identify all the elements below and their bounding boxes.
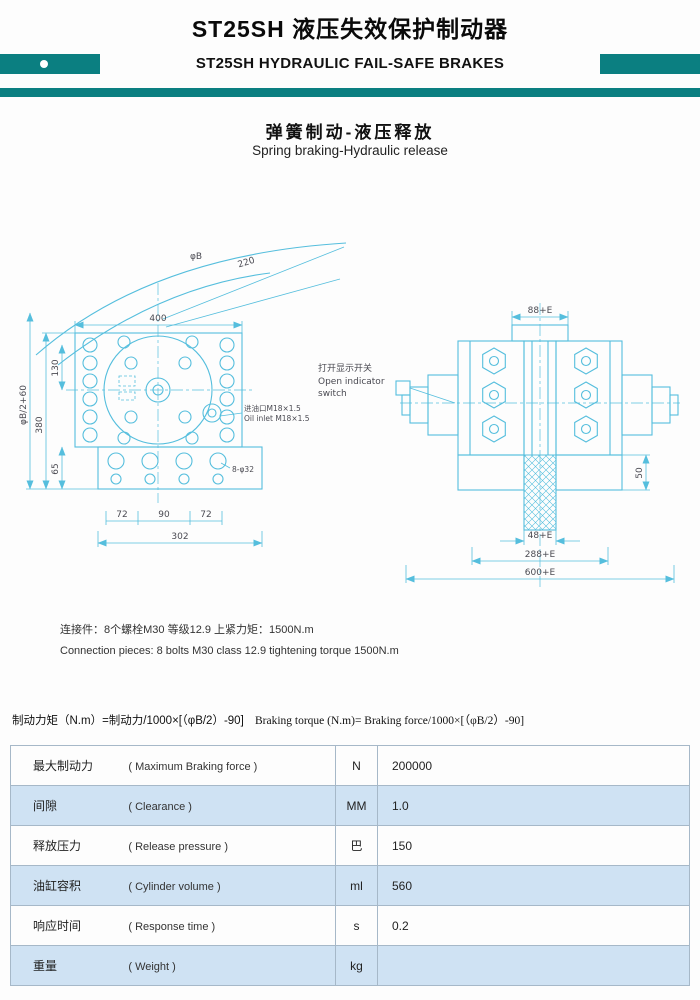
spec-name-cn: 重量 [33,959,58,973]
table-row: 响应时间 ( Response time ) s 0.2 [10,905,690,946]
spec-name-cn: 释放压力 [33,839,82,853]
hex-bolt [482,415,506,443]
dim-base-50: 50 [635,467,645,479]
spec-value: 200000 [377,745,690,786]
formula-cn: 制动力矩（N.m）=制动力/1000×[（φB/2）-90] [12,715,244,727]
disc-opening [103,335,213,445]
connection-note-cn: 连接件：8个螺栓M30 等级12.9 上紧力矩：1500N.m [60,624,314,636]
dim-height-380: 380 [35,416,45,433]
dim-disc-diameter: φB [190,252,202,262]
bolt-hole-callout: 8-φ32 [232,465,254,474]
hex-bolt [482,381,506,409]
spec-unit: s [335,905,378,946]
dim-90-center: 90 [158,510,170,520]
oil-inlet-label-en: Oil inlet M18×1.5 [244,414,310,423]
right-teal-band [600,54,700,74]
spec-name-cn: 响应时间 [33,919,82,933]
spec-name-en: ( Maximum Braking force ) [128,761,258,773]
spec-unit: ml [335,865,378,906]
hex-bolt [574,347,598,375]
spec-name-en: ( Weight ) [128,961,176,973]
spec-unit: 巴 [335,825,378,866]
disc-hatched-section [523,454,557,531]
mounting-base [97,446,263,490]
indicator-switch-label-en1: Open indicator [318,377,385,387]
spec-value: 1.0 [377,785,690,826]
left-teal-band [0,54,100,74]
indicator-switch-label-en2: switch [318,389,347,399]
dim-disc-48E: 48+E [528,531,553,541]
formula-en: Braking torque (N.m)= Braking force/1000… [254,715,525,727]
dim-inner-288E: 288+E [525,550,556,560]
dim-radius-plus-60: φB/2+60 [19,385,29,425]
technical-drawing: 220 φB 400 进油口M18×1.5 Oil inlet M18×1.5 [19,242,680,587]
table-row: 重量 ( Weight ) kg [10,945,690,986]
dim-total-600E: 600+E [525,568,556,578]
spec-value: 0.2 [377,905,690,946]
section-heading-en: Spring braking-Hydraulic release [252,143,448,158]
dim-top-88E: 88+E [528,306,553,316]
side-view: 88+E 48+E 288+E [318,303,680,587]
spec-name-en: ( Cylinder volume ) [128,881,221,893]
hub [145,377,171,403]
table-row: 油缸容积 ( Cylinder volume ) ml 560 [10,865,690,906]
page-title-en: ST25SH HYDRAULIC FAIL-SAFE BRAKES [195,55,505,72]
spec-value: 560 [377,865,690,906]
oil-inlet-port [202,403,222,423]
left-flange [427,374,459,436]
spec-name-en: ( Response time ) [128,921,216,933]
dim-height-130: 130 [51,359,61,376]
spec-name-en: ( Release pressure ) [128,841,228,853]
dim-base-height-65: 65 [51,463,61,474]
oil-inlet-label-cn: 进油口M18×1.5 [244,403,301,413]
connection-notes: 连接件：8个螺栓M30 等级12.9 上紧力矩：1500N.m Connecti… [60,620,399,662]
dim-72-right: 72 [200,510,211,520]
table-row: 最大制动力 ( Maximum Braking force ) N 200000 [10,745,690,786]
spec-name-cn: 油缸容积 [33,879,82,893]
dim-72-left: 72 [116,510,127,520]
indicator-switch-box [395,380,411,396]
spec-unit: MM [335,785,378,826]
spec-value: 150 [377,825,690,866]
teal-divider-bar [0,88,700,97]
dim-arc-220: 220 [237,256,257,271]
braking-torque-formula: 制动力矩（N.m）=制动力/1000×[（φB/2）-90] Braking t… [12,712,524,728]
hex-bolt [482,347,506,375]
spec-unit: N [335,745,378,786]
spec-unit: kg [335,945,378,986]
disc-arc-outer [35,242,347,356]
table-row: 释放压力 ( Release pressure ) 巴 150 [10,825,690,866]
connection-note-en: Connection pieces: 8 bolts M30 class 12.… [60,644,399,657]
hex-bolt [574,415,598,443]
dim-top-width-400: 400 [149,314,166,324]
table-row: 间隙 ( Clearance ) MM 1.0 [10,785,690,826]
spec-table: 最大制动力 ( Maximum Braking force ) N 200000… [10,745,690,986]
dim-base-width-302: 302 [171,532,188,542]
spec-value [377,945,690,986]
spec-name-en: ( Clearance ) [128,801,192,813]
spec-name-cn: 最大制动力 [33,759,94,773]
indicator-switch-label-cn: 打开显示开关 [318,362,372,374]
spec-name-cn: 间隙 [33,799,58,813]
right-flange [621,374,653,436]
section-heading-cn: 弹簧制动-液压释放 [265,123,435,142]
page-title-cn: ST25SH 液压失效保护制动器 [191,16,509,42]
front-view: 220 φB 400 进油口M18×1.5 Oil inlet M18×1.5 [19,242,347,547]
hex-bolt [574,381,598,409]
